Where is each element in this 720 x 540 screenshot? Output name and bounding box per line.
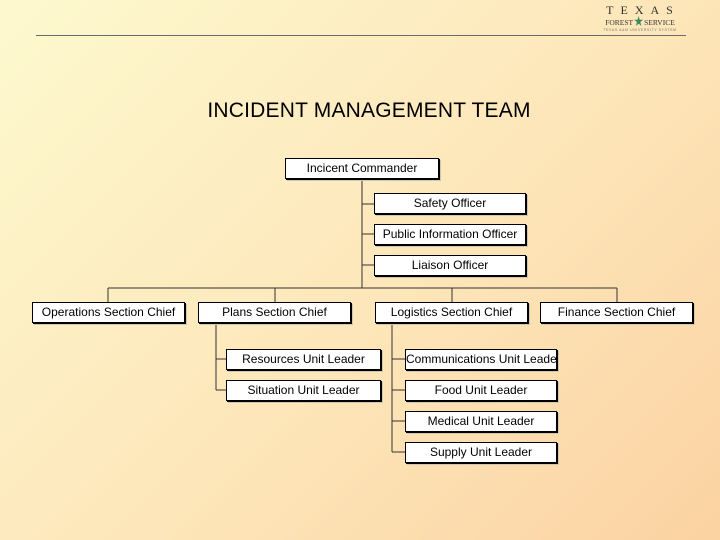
supply-unit-leader-box: Supply Unit Leader	[405, 442, 557, 463]
incident-commander-box: Incicent Commander	[285, 158, 439, 179]
operations-section-chief-box: Operations Section Chief	[32, 302, 185, 323]
logo-service: SERVICE	[644, 18, 675, 27]
medical-unit-leader-box: Medical Unit Leader	[405, 411, 557, 432]
header-divider	[36, 35, 686, 36]
plans-section-chief-box: Plans Section Chief	[198, 302, 351, 323]
liaison-officer-box: Liaison Officer	[374, 255, 526, 276]
logo-wordmark: TEXAS	[606, 3, 680, 17]
logo-forest: FOREST	[605, 18, 634, 27]
food-unit-leader-box: Food Unit Leader	[405, 380, 557, 401]
logo-tagline: TEXAS A&M UNIVERSITY SYSTEM	[603, 28, 677, 32]
situation-unit-leader-box: Situation Unit Leader	[226, 380, 381, 401]
resources-unit-leader-box: Resources Unit Leader	[226, 349, 381, 370]
page-title: INCIDENT MANAGEMENT TEAM	[207, 99, 531, 122]
public-information-officer-box: Public Information Officer	[374, 224, 526, 245]
safety-officer-box: Safety Officer	[374, 193, 526, 214]
communications-unit-leader-box: Communications Unit Leader	[405, 349, 557, 370]
texas-forest-service-logo: TEXAS FOREST SERVICE TEXAS A&M UNIVERSITY…	[600, 4, 680, 32]
star-icon	[634, 16, 644, 26]
finance-section-chief-box: Finance Section Chief	[540, 302, 693, 323]
logistics-section-chief-box: Logistics Section Chief	[375, 302, 528, 323]
